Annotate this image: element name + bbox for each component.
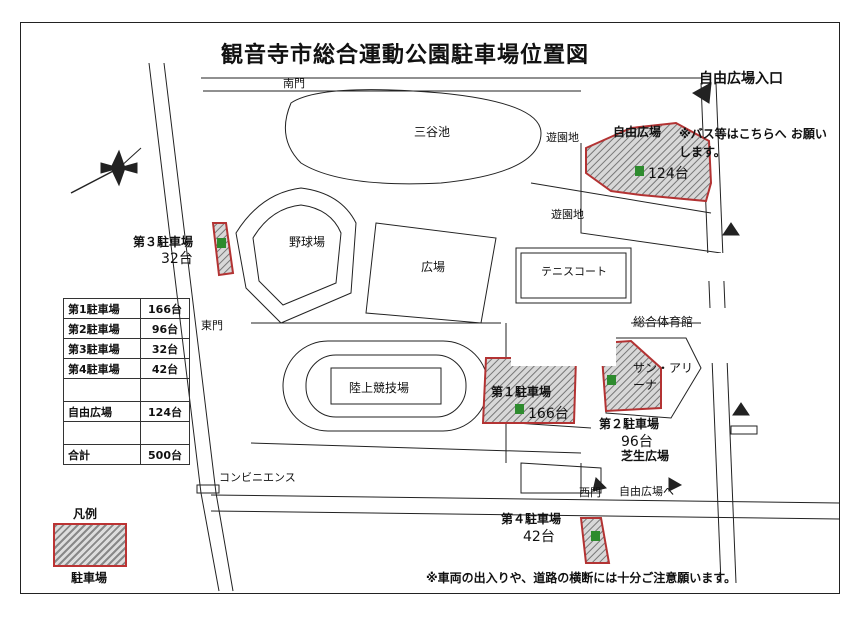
parking-jiyu-hiroba	[585, 121, 713, 203]
parking-3	[211, 222, 235, 277]
label-p3-count: 32台	[161, 251, 193, 267]
label-yuenchi-1: 遊園地	[546, 131, 579, 144]
table-cell-count: 32台	[140, 338, 190, 359]
label-tennis: テニスコート	[541, 265, 607, 278]
tennis-courts	[515, 247, 632, 304]
label-plaza: 広場	[421, 260, 446, 274]
table-cell-count: 500台	[140, 444, 190, 465]
table-cell-count: 96台	[140, 318, 190, 339]
label-east-gate: 東門	[201, 319, 223, 332]
parking-marker-2	[607, 375, 616, 385]
footer-note: ※車両の出入りや、道路の横断には十分ご注意願います。	[426, 571, 737, 585]
label-sanya-pond: 三谷池	[414, 125, 451, 139]
label-gym: 総合体育館	[633, 315, 694, 329]
label-athletics: 陸上競技場	[349, 381, 410, 395]
sanya-pond	[284, 89, 542, 185]
label-shibafu: 芝生広場	[621, 449, 670, 463]
label-p1: 第１駐車場	[491, 385, 552, 399]
table-cell-name: 合計	[63, 444, 141, 465]
table-cell-name: 自由広場	[63, 401, 141, 422]
table-cell-count: 42台	[140, 358, 190, 379]
parking-marker-jiyu	[635, 166, 644, 176]
blank-patch-3	[701, 308, 781, 363]
baseball-field	[235, 187, 357, 324]
label-convenience: コンビニエンス	[219, 471, 296, 484]
label-baseball: 野球場	[289, 235, 326, 249]
label-p2: 第２駐車場	[599, 417, 660, 431]
label-yuenchi-2: 遊園地	[551, 208, 584, 221]
label-to-jiyu-hiroba: 自由広場へ	[619, 485, 674, 498]
label-p4: 第４駐車場	[501, 512, 562, 526]
south-road	[210, 494, 839, 504]
parking-marker-4	[591, 531, 600, 541]
map-drawing	[70, 62, 839, 592]
label-p3: 第３駐車場	[133, 235, 194, 249]
arrow-jiyu-entrance	[692, 82, 712, 104]
label-jiyu-count: 124台	[648, 166, 689, 182]
arrow-east-road	[722, 222, 740, 236]
label-jiyu-entrance: 自由広場入口	[699, 71, 783, 87]
parking-marker-1	[515, 404, 524, 414]
arrow-jiyu-hiroba	[668, 477, 683, 492]
label-jiyu-hiroba: 自由広場	[613, 125, 662, 139]
table-cell-count: 124台	[140, 401, 190, 422]
table-cell-name: 第3駐車場	[63, 338, 141, 359]
signal-mark	[196, 484, 220, 494]
label-p1-count: 166台	[528, 406, 569, 422]
label-sun-arena: サン・アリーナ	[633, 361, 694, 392]
bus-note: ※バス等はこちらへ お願いします。	[679, 127, 827, 159]
legend-title: 凡例	[73, 507, 98, 521]
map-frame: 観音寺市総合運動公園駐車場位置図 南門 東門 西門 三谷池 遊園地 遊園地 野球…	[20, 22, 840, 594]
table-cell-count: 166台	[140, 298, 190, 319]
legend-label: 駐車場	[71, 571, 108, 585]
parking-marker-3	[217, 238, 226, 248]
label-south-gate: 南門	[283, 77, 305, 90]
blank-patch-1	[511, 331, 616, 366]
map-title: 観音寺市総合運動公園駐車場位置図	[221, 43, 590, 68]
compass-icon	[70, 147, 142, 194]
table-cell-name: 第1駐車場	[63, 298, 141, 319]
table-cell-name: 第2駐車場	[63, 318, 141, 339]
label-p4-count: 42台	[523, 529, 555, 545]
table-cell-name: 第4駐車場	[63, 358, 141, 379]
legend-parking-swatch	[53, 523, 127, 567]
label-p2-count: 96台	[621, 434, 653, 450]
label-west-gate: 西門	[579, 486, 601, 499]
blank-patch-2	[656, 253, 726, 281]
